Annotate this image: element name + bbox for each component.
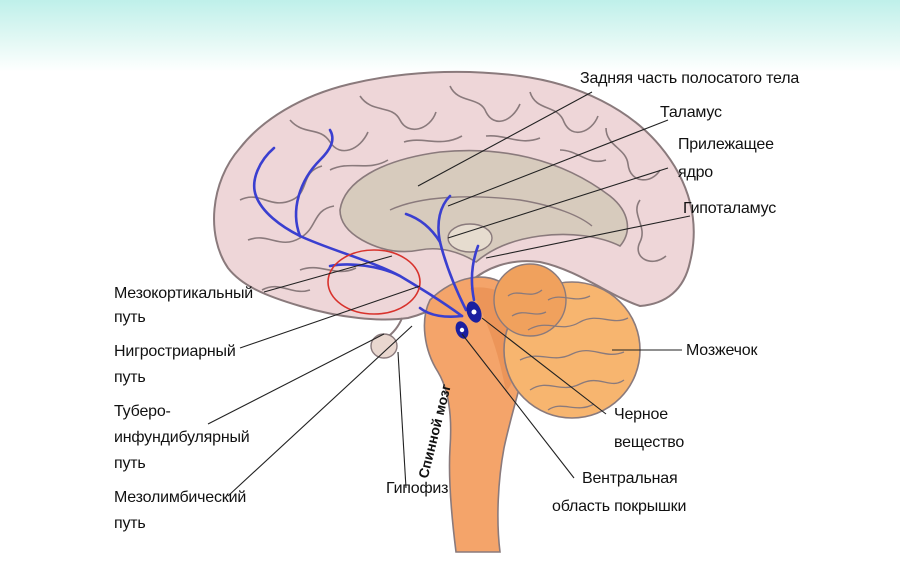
label-nucleus-accumbens-2: ядро: [678, 164, 713, 181]
inner-brain-region: [339, 149, 629, 263]
label-tubero-3: путь: [114, 455, 146, 472]
cerebellum-shape: [493, 263, 641, 419]
label-substantia-nigra-1: Черное: [614, 406, 668, 423]
highlight-circle: [327, 249, 421, 315]
label-striatum-posterior: Задняя часть полосатого тела: [580, 70, 800, 87]
label-tubero-2: инфундибулярный: [114, 429, 250, 446]
label-nucleus-accumbens-1: Прилежащее: [678, 136, 774, 153]
header-gradient-band: [0, 0, 900, 72]
label-vta-2: область покрышки: [552, 498, 687, 515]
label-tubero-1: Туберо-: [114, 403, 171, 420]
substantia-nigra-nuclei: [455, 301, 482, 339]
label-pituitary: Гипофиз: [386, 480, 449, 497]
label-cerebellum: Мозжечок: [686, 342, 758, 359]
cortex-gyri: [239, 85, 667, 293]
label-vta-1: Вентральная: [582, 470, 678, 487]
label-nigrostriatal-1: Нигростриарный: [114, 343, 236, 360]
label-hypothalamus: Гипоталамус: [683, 200, 776, 217]
label-mesolimbic-1: Мезолимбический: [114, 489, 247, 506]
label-thalamus: Таламус: [660, 104, 722, 121]
label-mesolimbic-2: путь: [114, 515, 146, 532]
label-mesocortical-1: Мезокортикальный: [114, 285, 253, 302]
thalamus-shape: [447, 223, 493, 253]
label-mesocortical-2: путь: [114, 309, 146, 326]
label-nigrostriatal-2: путь: [114, 369, 146, 386]
dopamine-pathways: [253, 128, 480, 319]
leader-lines: [207, 91, 691, 497]
label-substantia-nigra-2: вещество: [614, 434, 685, 451]
